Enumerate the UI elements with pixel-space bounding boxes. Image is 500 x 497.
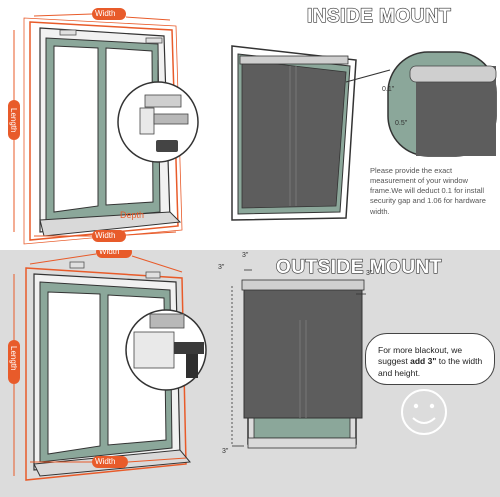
inside-mount-illustration — [8, 8, 497, 245]
inside-mount-panel: INSIDE MOUNT Width Length Depth Width 0.… — [8, 5, 497, 245]
inside-dim-05: 0.5" — [395, 120, 408, 127]
outside-note-suffix: to the width and height. — [378, 356, 483, 378]
outside-note-bubble — [365, 333, 495, 385]
outside-note-prefix: For more blackout, we suggest — [378, 345, 463, 367]
outside-mount-panel: OUTSIDE MOUNT Width Length Width 3" 3" 3… — [0, 247, 500, 497]
outside-width-top-label: Width — [99, 247, 120, 256]
outside-dim-3-right: 3" — [366, 270, 373, 277]
inside-mount-note: Please provide the exact measurement of … — [370, 166, 486, 216]
inside-length-label: Length — [9, 108, 18, 133]
outside-dim-3-top: 3" — [242, 252, 249, 259]
inside-width-bottom-label: Width — [95, 231, 116, 240]
outside-dim-3-bottom: 3" — [222, 448, 229, 455]
outside-note-bold: add 3" — [410, 356, 437, 367]
outside-width-bottom-label: Width — [95, 457, 116, 466]
outside-mount-illustration — [8, 250, 447, 481]
inside-mount-title: INSIDE MOUNT — [306, 5, 452, 27]
outside-dim-3-top-left: 3" — [218, 264, 225, 271]
inside-dim-01: 0.1" — [382, 86, 395, 93]
outside-length-label: Length — [9, 346, 18, 371]
inside-depth-label: Depth — [120, 210, 145, 220]
outside-mount-note: For more blackout, we suggest add 3" to … — [378, 345, 490, 379]
outside-mount-title: OUTSIDE MOUNT — [275, 256, 442, 278]
inside-width-top-label: Width — [95, 9, 116, 18]
